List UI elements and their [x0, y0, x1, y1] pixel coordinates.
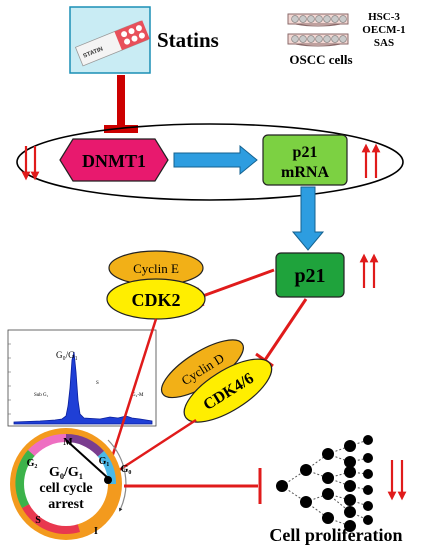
p21-label: p21: [294, 265, 325, 287]
phase-m: M: [63, 437, 73, 448]
phase-g1: G₁: [99, 456, 110, 467]
histogram-peak-label: G₀/G₁: [56, 350, 78, 360]
cell-line-sas: SAS: [374, 37, 394, 49]
histogram-sub-label: Sub G₁: [34, 393, 49, 398]
oscc-dish-icon: [287, 13, 349, 47]
cell-proliferation-label: Cell proliferation: [269, 525, 402, 545]
cdk2-to-cycle-line: [106, 318, 158, 471]
cdk46-node: [183, 358, 273, 423]
p21-mrna-label-2: mRNA: [281, 164, 329, 181]
dnmt1-to-mrna-arrow: [173, 144, 258, 176]
cell-cycle-center-1: G₀/G₁: [49, 465, 83, 480]
dnmt1-label: DNMT1: [82, 151, 146, 171]
histogram-g2m-label: G₂-M: [132, 393, 144, 398]
phase-i: I: [94, 526, 98, 537]
cell-cycle-wheel: [10, 428, 127, 540]
flow-cytometry-histogram: G₀/G₁ Sub G₁ S G₂-M: [7, 329, 157, 427]
p21-mrna-up-arrows: [361, 143, 381, 178]
cyclin-e-label: Cyclin E: [133, 261, 179, 276]
phase-s: S: [35, 515, 41, 526]
dnmt1-down-arrows: [21, 146, 40, 181]
regulation-ellipse: [16, 123, 404, 201]
dnmt1-node: [59, 138, 169, 182]
cdk2-label: CDK2: [132, 290, 181, 310]
cdk46-to-cycle-line: [109, 418, 197, 478]
proliferation-tree: [276, 435, 373, 532]
p21-node: [275, 252, 345, 298]
cell-cycle-center-2: cell cycle: [39, 481, 92, 496]
statins-label: Statins: [157, 28, 219, 52]
p21-up-arrows: [359, 253, 379, 288]
cell-line-oecm1: OECM-1: [362, 24, 405, 36]
cell-cycle-center-3: arrest: [48, 497, 84, 512]
cell-line-hsc3: HSC-3: [368, 11, 400, 23]
oscc-cells-label: OSCC cells: [289, 52, 352, 67]
phase-g0: G₀: [121, 464, 132, 475]
p21-inhibit-cdk46-line: [263, 298, 308, 361]
phase-g2: G₂: [27, 458, 38, 469]
mrna-to-p21-arrow: [291, 186, 325, 251]
p21-mrna-label-1: p21: [293, 144, 318, 161]
p21-mrna-node: [262, 134, 348, 186]
p21-inhibit-cdk2-line: [199, 268, 275, 299]
histogram-s-label: S: [96, 381, 99, 386]
proliferation-down-arrows: [387, 460, 407, 501]
statins-image: STATIN: [69, 6, 151, 74]
